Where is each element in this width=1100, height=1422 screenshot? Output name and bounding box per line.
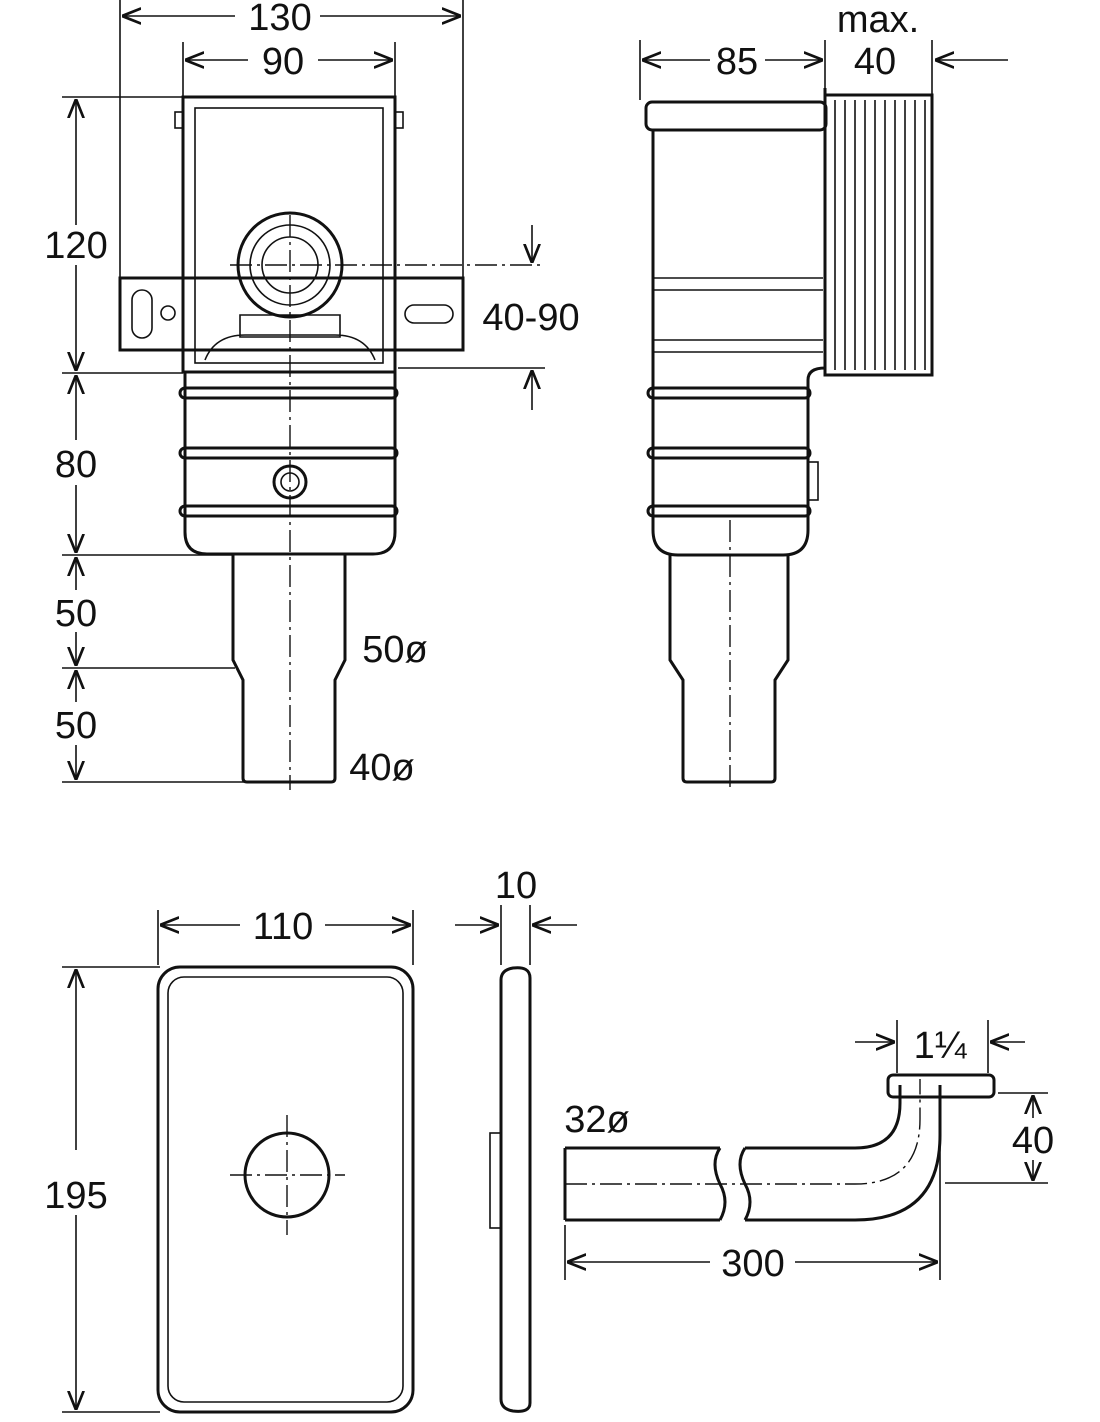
dim-max-label: max. bbox=[837, 0, 919, 41]
dim-pipe1-dia: 50ø bbox=[362, 629, 427, 671]
dim-pipe2-dia: 40ø bbox=[349, 747, 414, 789]
dim-plate-thickness: 10 bbox=[495, 865, 537, 907]
dim-pipe2-length: 50 bbox=[55, 705, 97, 747]
grille bbox=[834, 100, 926, 370]
drain-pipe: 32ø 1¼ 40 300 bbox=[563, 1020, 1054, 1285]
dim-depth: 85 bbox=[716, 41, 758, 83]
dim-max-value: 40 bbox=[854, 41, 896, 83]
dim-plate-width: 110 bbox=[253, 906, 314, 948]
dim-height-box: 120 bbox=[44, 225, 107, 267]
dim-width-inner: 90 bbox=[262, 41, 304, 83]
dim-pipe-dia: 32ø bbox=[564, 1099, 629, 1141]
dim-offset: 40-90 bbox=[482, 297, 579, 339]
dim-plate-height: 195 bbox=[44, 1175, 107, 1217]
side-view: 85 max. 40 bbox=[639, 0, 1008, 790]
dim-thread: 1¼ bbox=[914, 1025, 968, 1067]
dim-length: 300 bbox=[721, 1243, 784, 1285]
dim-width-outer: 130 bbox=[248, 0, 311, 39]
cover-plate: 110 195 10 bbox=[44, 865, 577, 1414]
dim-height-body: 80 bbox=[55, 444, 97, 486]
front-view: 130 90 40-90 120 80 50 50 50ø 40ø bbox=[44, 0, 580, 790]
dim-height: 40 bbox=[1012, 1120, 1054, 1162]
dim-pipe1-length: 50 bbox=[55, 593, 97, 635]
